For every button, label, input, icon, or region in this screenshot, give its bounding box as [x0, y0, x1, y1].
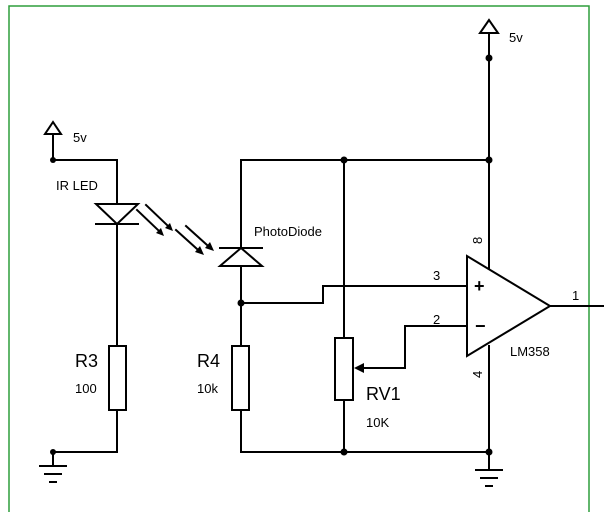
photodiode-symbol [217, 246, 265, 267]
power-symbol-right [478, 18, 500, 43]
opamp-pin2-label: 2 [433, 312, 440, 327]
opamp-symbol [466, 254, 552, 358]
r3-resistor-body [108, 345, 127, 411]
ir-led-label: IR LED [56, 178, 98, 193]
junction-ground-rv1 [340, 448, 348, 456]
supply-label-right: 5v [509, 30, 523, 45]
wire-inverting [361, 325, 468, 369]
opamp-minus-sign: − [475, 316, 486, 336]
r3-ref-label: R3 [75, 351, 98, 371]
opamp-pin8-label: 8 [470, 237, 485, 244]
r4-ref-label: R4 [197, 351, 220, 371]
opamp-plus-sign: + [474, 276, 485, 296]
ground-symbol-left [39, 451, 67, 483]
rv1-value-label: 10K [366, 415, 389, 430]
power-symbol-left [43, 120, 63, 161]
wire-non-inverting [240, 285, 468, 304]
rv1-resistor-body [334, 337, 354, 401]
supply-label-left: 5v [73, 130, 87, 145]
opamp-pin3-label: 3 [433, 268, 440, 283]
r4-value-label: 10k [197, 381, 218, 396]
r4-resistor-body [231, 345, 250, 411]
opamp-pin1-label: 1 [572, 288, 579, 303]
ground-symbol-right [475, 451, 503, 487]
r3-value-label: 100 [75, 381, 97, 396]
photodiode-label: PhotoDiode [254, 224, 322, 239]
rv1-wiper-arrow [354, 363, 364, 373]
junction-vcc-top [485, 54, 493, 62]
ir-led-symbol [93, 203, 173, 347]
schematic-frame [8, 5, 590, 512]
opamp-part-label: LM358 [510, 344, 550, 359]
rv1-ref-label: RV1 [366, 384, 401, 404]
light-arrows-photodiode [174, 224, 214, 255]
opamp-pin4-label: 4 [470, 371, 485, 378]
